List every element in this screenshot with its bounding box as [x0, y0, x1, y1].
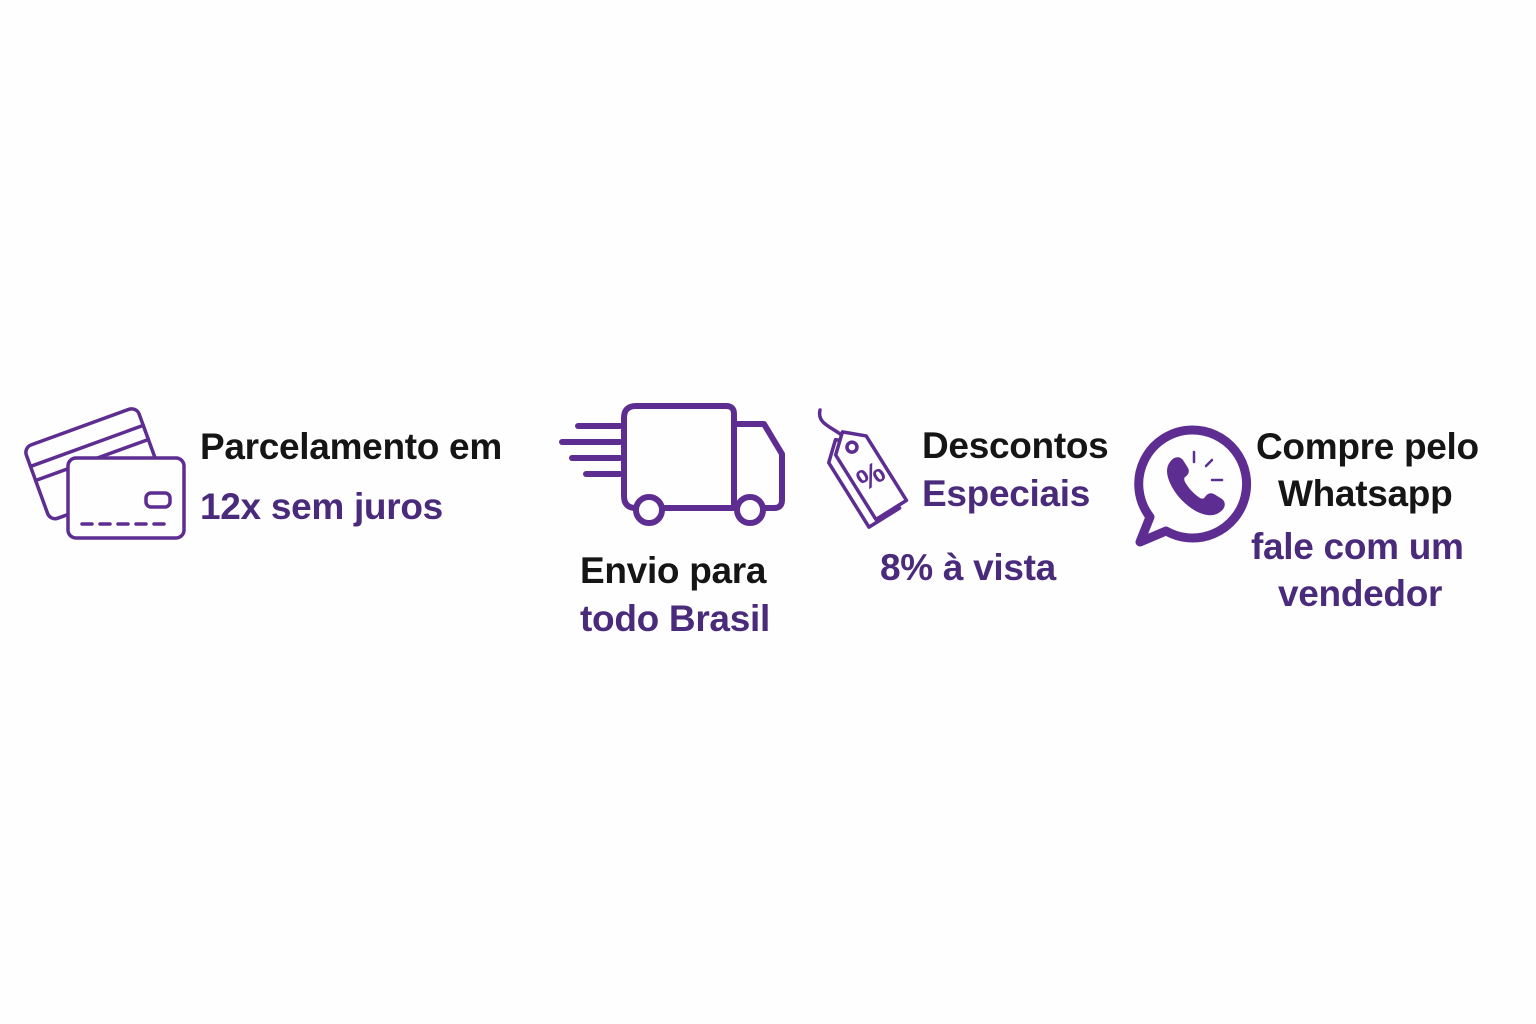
whatsapp-line2: Whatsapp: [1278, 473, 1453, 514]
whatsapp-line4: vendedor: [1278, 573, 1443, 614]
discounts-line3: 8% à vista: [880, 547, 1056, 588]
shipping-line2: todo Brasil: [580, 598, 770, 639]
whatsapp-line3: fale com um: [1251, 526, 1464, 567]
discounts-line1: Descontos: [922, 425, 1109, 466]
discount-tags-icon: %: [817, 408, 909, 529]
whatsapp-icon: [1134, 425, 1252, 547]
installments-line1: Parcelamento em: [200, 426, 502, 467]
whatsapp-line1: Compre pelo: [1256, 426, 1479, 467]
delivery-truck-icon: [559, 403, 785, 526]
installments-line2: 12x sem juros: [200, 486, 443, 527]
credit-cards-icon: [24, 407, 186, 540]
discounts-line2: Especiais: [922, 473, 1091, 514]
shipping-line1: Envio para: [580, 550, 767, 591]
